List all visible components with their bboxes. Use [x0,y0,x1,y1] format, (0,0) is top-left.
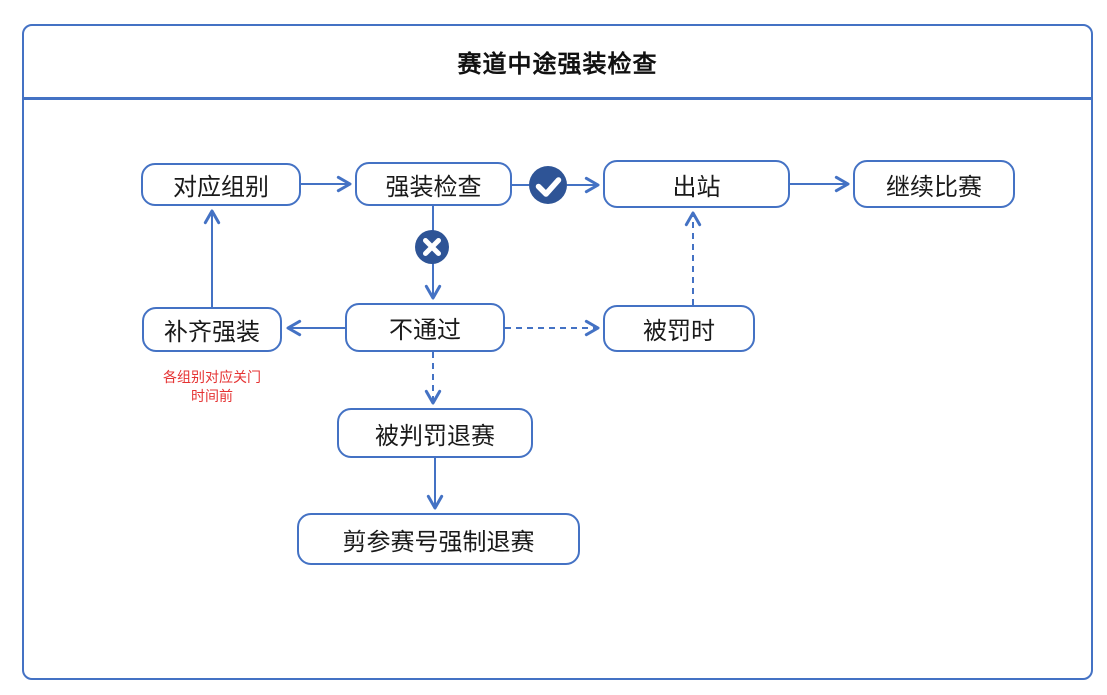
diagram-frame: 赛道中途强装检查 [22,24,1093,680]
node-refill-gear: 补齐强装 [142,307,282,352]
page-title: 赛道中途强装检查 [457,51,658,78]
node-group: 对应组别 [141,163,301,206]
node-fail: 不通过 [345,303,505,352]
cutoff-time-note: 各组别对应关门 时间前 [163,369,261,404]
node-penalty-withdrawal: 被判罚退赛 [337,408,533,458]
node-gear-check: 强装检查 [355,162,512,206]
node-forced-withdrawal: 剪参赛号强制退赛 [297,513,580,565]
node-continue-race: 继续比赛 [853,160,1015,208]
node-time-penalty: 被罚时 [603,305,755,352]
title-bar: 赛道中途强装检查 [24,26,1091,100]
node-exit-station: 出站 [603,160,790,208]
